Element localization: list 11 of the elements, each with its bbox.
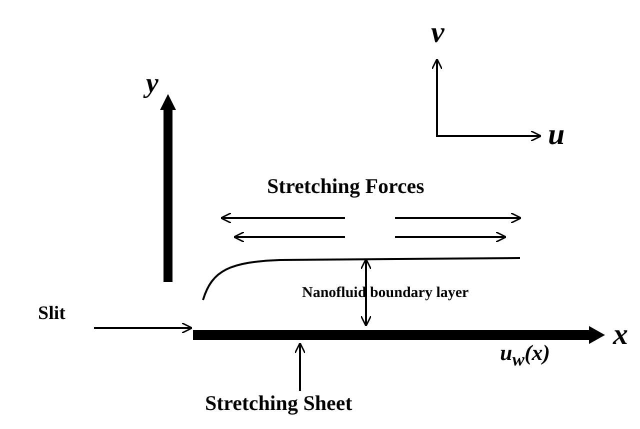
axis-label: u: [548, 120, 565, 150]
node-label: Stretching Sheet: [205, 391, 352, 416]
node-label: Slit: [38, 303, 66, 326]
arrow: [294, 342, 306, 391]
arrow: [94, 322, 193, 334]
stretching-sheet-bar: [193, 326, 605, 344]
velocity-label: u$_{w}$(x): [500, 342, 550, 369]
text-label: Stretching Forces: [267, 176, 424, 197]
axis-label: v: [431, 18, 444, 48]
axis-label: x: [613, 320, 628, 350]
text-label: Nanofluid boundary layer: [302, 286, 469, 301]
